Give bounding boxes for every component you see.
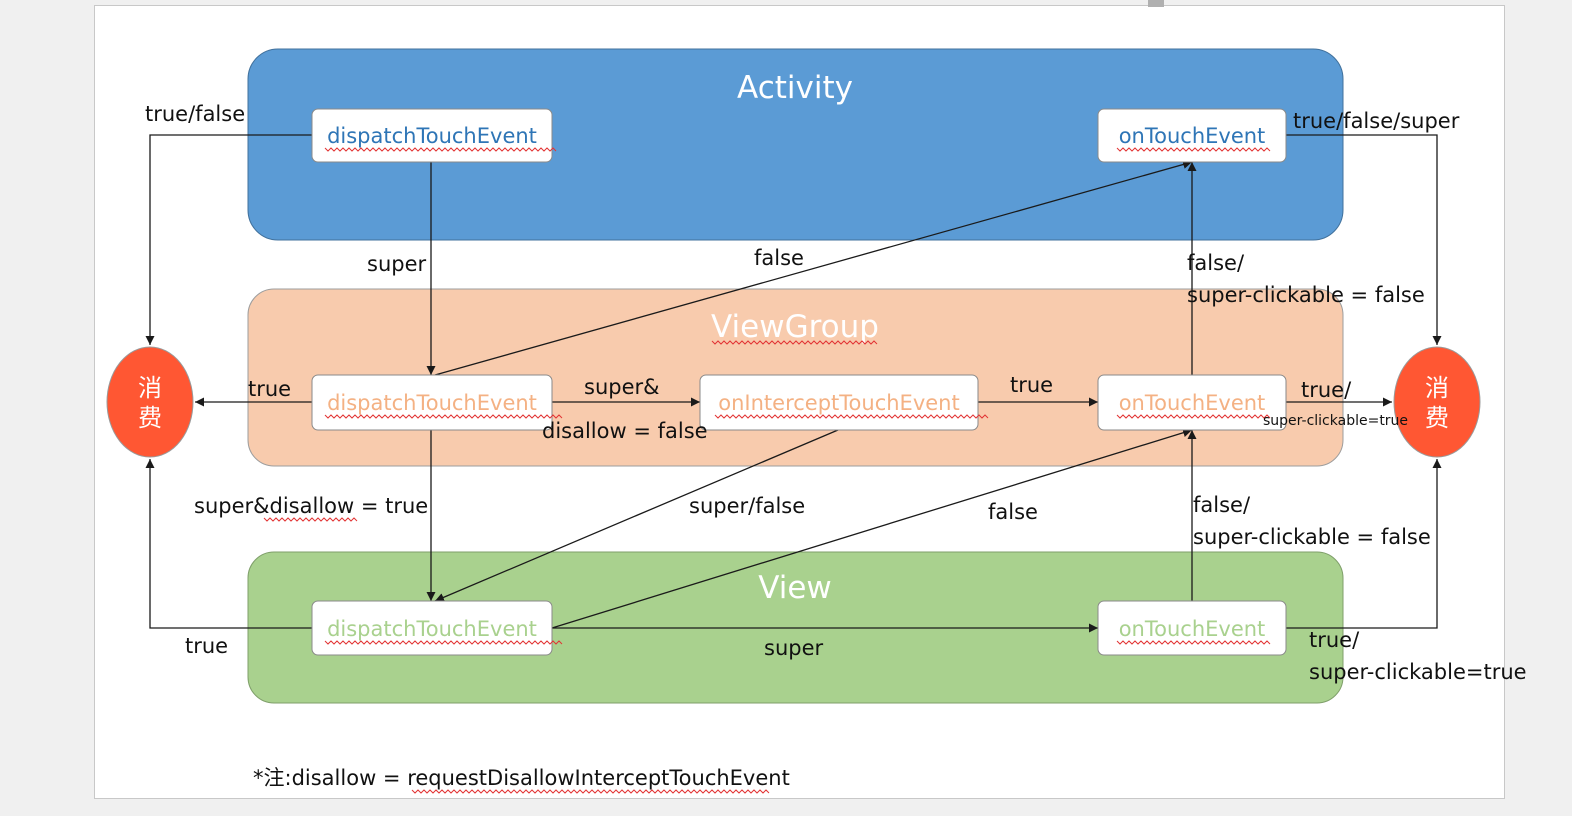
edge-vg-dispatch-to-activity-touch (434, 160, 1193, 376)
label-view-touch-false-1: false/ (1193, 493, 1251, 517)
edge-activity-touch-to-consume (1286, 134, 1442, 345)
label-act-dispatch-super: super (367, 252, 427, 276)
edges (145, 134, 1442, 633)
label-view-touch-false-2: super-clickable = false (1193, 525, 1431, 549)
label-view-dispatch-true: true (185, 634, 228, 658)
squiggle (1116, 414, 1271, 419)
squiggle (324, 640, 563, 645)
squiggle (714, 414, 989, 419)
edge-view-dispatch-to-vg-touch (551, 428, 1193, 629)
node-vg-dispatch: dispatchTouchEvent (311, 374, 563, 431)
label-vg-dispatch-intercept-2: disallow = false (542, 419, 708, 443)
viewgroup-title: ViewGroup (711, 309, 879, 345)
footnote: *注:disallow = requestDisallowInterceptTo… (253, 766, 790, 794)
label-view-touch-true-1: true/ (1309, 628, 1360, 652)
label-vg-dispatch-intercept-1: super& (584, 375, 660, 399)
consume-right-char-2: 费 (1425, 404, 1449, 432)
node-vg-intercept-label: onInterceptTouchEvent (718, 391, 959, 415)
view-title: View (758, 570, 832, 606)
node-vg-ontouch-label: onTouchEvent (1119, 391, 1266, 415)
node-view-ontouch-label: onTouchEvent (1119, 617, 1266, 641)
label-vg-intercept-superfalse: super/false (689, 494, 805, 518)
squiggle (411, 789, 770, 794)
label-act-touch-consume: true/false/super (1293, 109, 1460, 133)
squiggle (1116, 147, 1271, 152)
edge-view-dispatch-to-consume (145, 459, 312, 629)
consume-right-char-1: 消 (1425, 374, 1449, 402)
label-vg-touch-false-2: super-clickable = false (1187, 283, 1425, 307)
squiggle (324, 414, 563, 419)
squiggle (263, 517, 358, 522)
footnote-method: requestDisallowInterceptTouchEvent (407, 766, 790, 790)
label-act-dispatch-consume: true/false (145, 102, 245, 126)
viewgroup-title-underline (711, 340, 878, 345)
label-vg-touch-true-1: true/ (1301, 378, 1352, 402)
label-vg-dispatch-consume: true (248, 377, 291, 401)
consume-left-char-2: 费 (138, 404, 162, 432)
node-activity-ontouch-box (1097, 108, 1287, 163)
node-view-ontouch-box (1097, 600, 1287, 656)
edge-activity-dispatch-to-consume (145, 134, 312, 345)
activity-panel (247, 48, 1344, 241)
node-view-dispatch: dispatchTouchEvent (311, 600, 563, 656)
squiggle (324, 147, 557, 152)
node-activity-ontouch: onTouchEvent (1097, 108, 1287, 163)
node-vg-ontouch: onTouchEvent (1097, 374, 1287, 431)
activity-title: Activity (737, 70, 853, 106)
node-activity-dispatch: dispatchTouchEvent (311, 108, 557, 163)
footnote-prefix: *注:disallow = (253, 766, 407, 790)
node-vg-intercept: onInterceptTouchEvent (699, 374, 989, 431)
edge-view-touch-to-consume (1286, 459, 1442, 629)
page-corner-marker (1148, 0, 1164, 7)
consume-right (1393, 346, 1481, 458)
edge-intercept-to-view-dispatch (434, 429, 839, 602)
label-view-touch-true-2: super-clickable=true (1309, 660, 1527, 684)
label-view-dispatch-false: false (988, 500, 1038, 524)
node-vg-ontouch-box (1097, 374, 1287, 431)
node-view-dispatch-label: dispatchTouchEvent (327, 617, 537, 641)
consume-left (106, 346, 194, 458)
footnote-text: *注:disallow = requestDisallowInterceptTo… (253, 766, 790, 790)
label-vg-touch-false-1: false/ (1187, 251, 1245, 275)
node-view-ontouch: onTouchEvent (1097, 600, 1287, 656)
node-vg-dispatch-label: dispatchTouchEvent (327, 391, 537, 415)
label-vg-touch-true-2: super-clickable=true (1263, 413, 1408, 429)
consume-left-char-1: 消 (138, 374, 162, 402)
node-activity-dispatch-label: dispatchTouchEvent (327, 124, 537, 148)
label-view-dispatch-super: super (764, 636, 824, 660)
squiggle (1116, 640, 1271, 645)
label-vg-dispatch-to-act-touch: false (754, 246, 804, 270)
label-vg-dispatch-disallow: super&disallow = true (194, 494, 428, 518)
node-activity-ontouch-label: onTouchEvent (1119, 124, 1266, 148)
label-vg-intercept-true: true (1010, 373, 1053, 397)
